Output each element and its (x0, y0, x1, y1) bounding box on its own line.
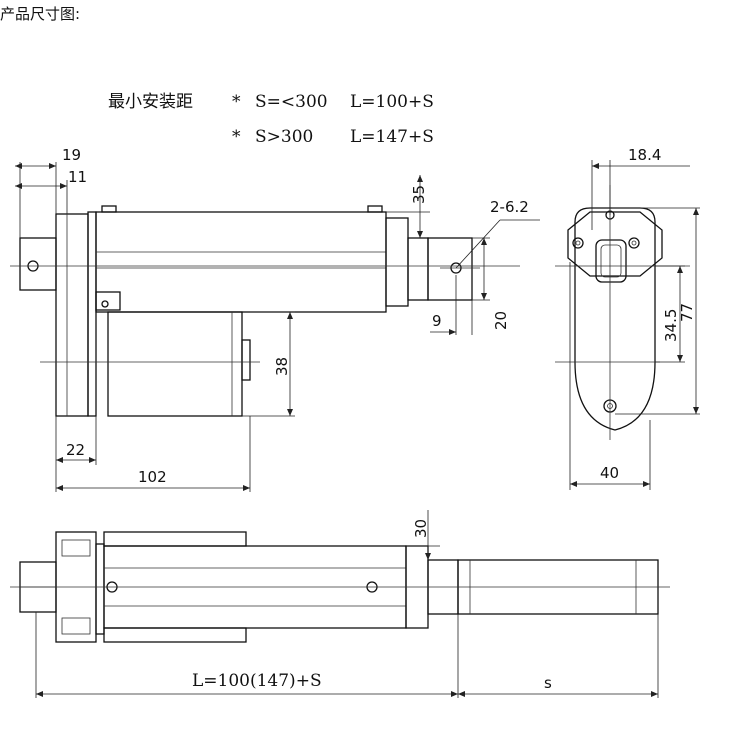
end-housing (574, 207, 656, 431)
dim-18-4: 18.4 (628, 146, 661, 164)
dim-77: 77 (678, 303, 696, 322)
top-view: 30 L=100(147)+S s (10, 510, 670, 698)
dim-40: 40 (600, 464, 619, 482)
note-star-1: * (232, 92, 241, 112)
dim-20: 20 (492, 311, 510, 330)
front-collar (385, 217, 409, 307)
side-view: 19 11 35 2-6.2 9 20 38 22 102 (10, 146, 540, 492)
note-condition-1: S=<300 (255, 92, 328, 112)
dim-11: 11 (68, 168, 87, 186)
dim-102: 102 (138, 468, 167, 486)
dim-9: 9 (432, 312, 442, 330)
inner-rod (407, 237, 429, 301)
note-formula-1: L=100+S (350, 92, 434, 112)
dim-hole: 2-6.2 (490, 198, 529, 216)
rod-section (595, 239, 627, 283)
note-star-2: * (232, 127, 241, 147)
end-view: 18.4 34.5 77 40 (555, 146, 700, 490)
motor (107, 311, 243, 417)
outer-tube (95, 211, 387, 313)
dim-35: 35 (410, 185, 428, 204)
top-motor-edge (103, 531, 247, 547)
dim-34-5: 34.5 (662, 309, 680, 342)
dim-22: 22 (66, 441, 85, 459)
dim-stroke: s (544, 674, 552, 692)
front-clevis (427, 237, 473, 301)
min-install-notes: 最小安装距 * S=<300 L=100+S * S>300 L=147+S (108, 92, 434, 147)
dim-30: 30 (412, 519, 430, 538)
dim-length: L=100(147)+S (192, 671, 322, 691)
page-header: 产品尺寸图: (0, 5, 80, 23)
dim-19: 19 (62, 146, 81, 164)
note-formula-2: L=147+S (350, 127, 434, 147)
end-cap (55, 213, 89, 417)
flange-hole-right (628, 237, 640, 249)
flange-hole-left (572, 237, 584, 249)
dim-38: 38 (273, 357, 291, 376)
min-install-label: 最小安装距 (108, 92, 193, 112)
note-condition-2: S>300 (255, 127, 313, 147)
